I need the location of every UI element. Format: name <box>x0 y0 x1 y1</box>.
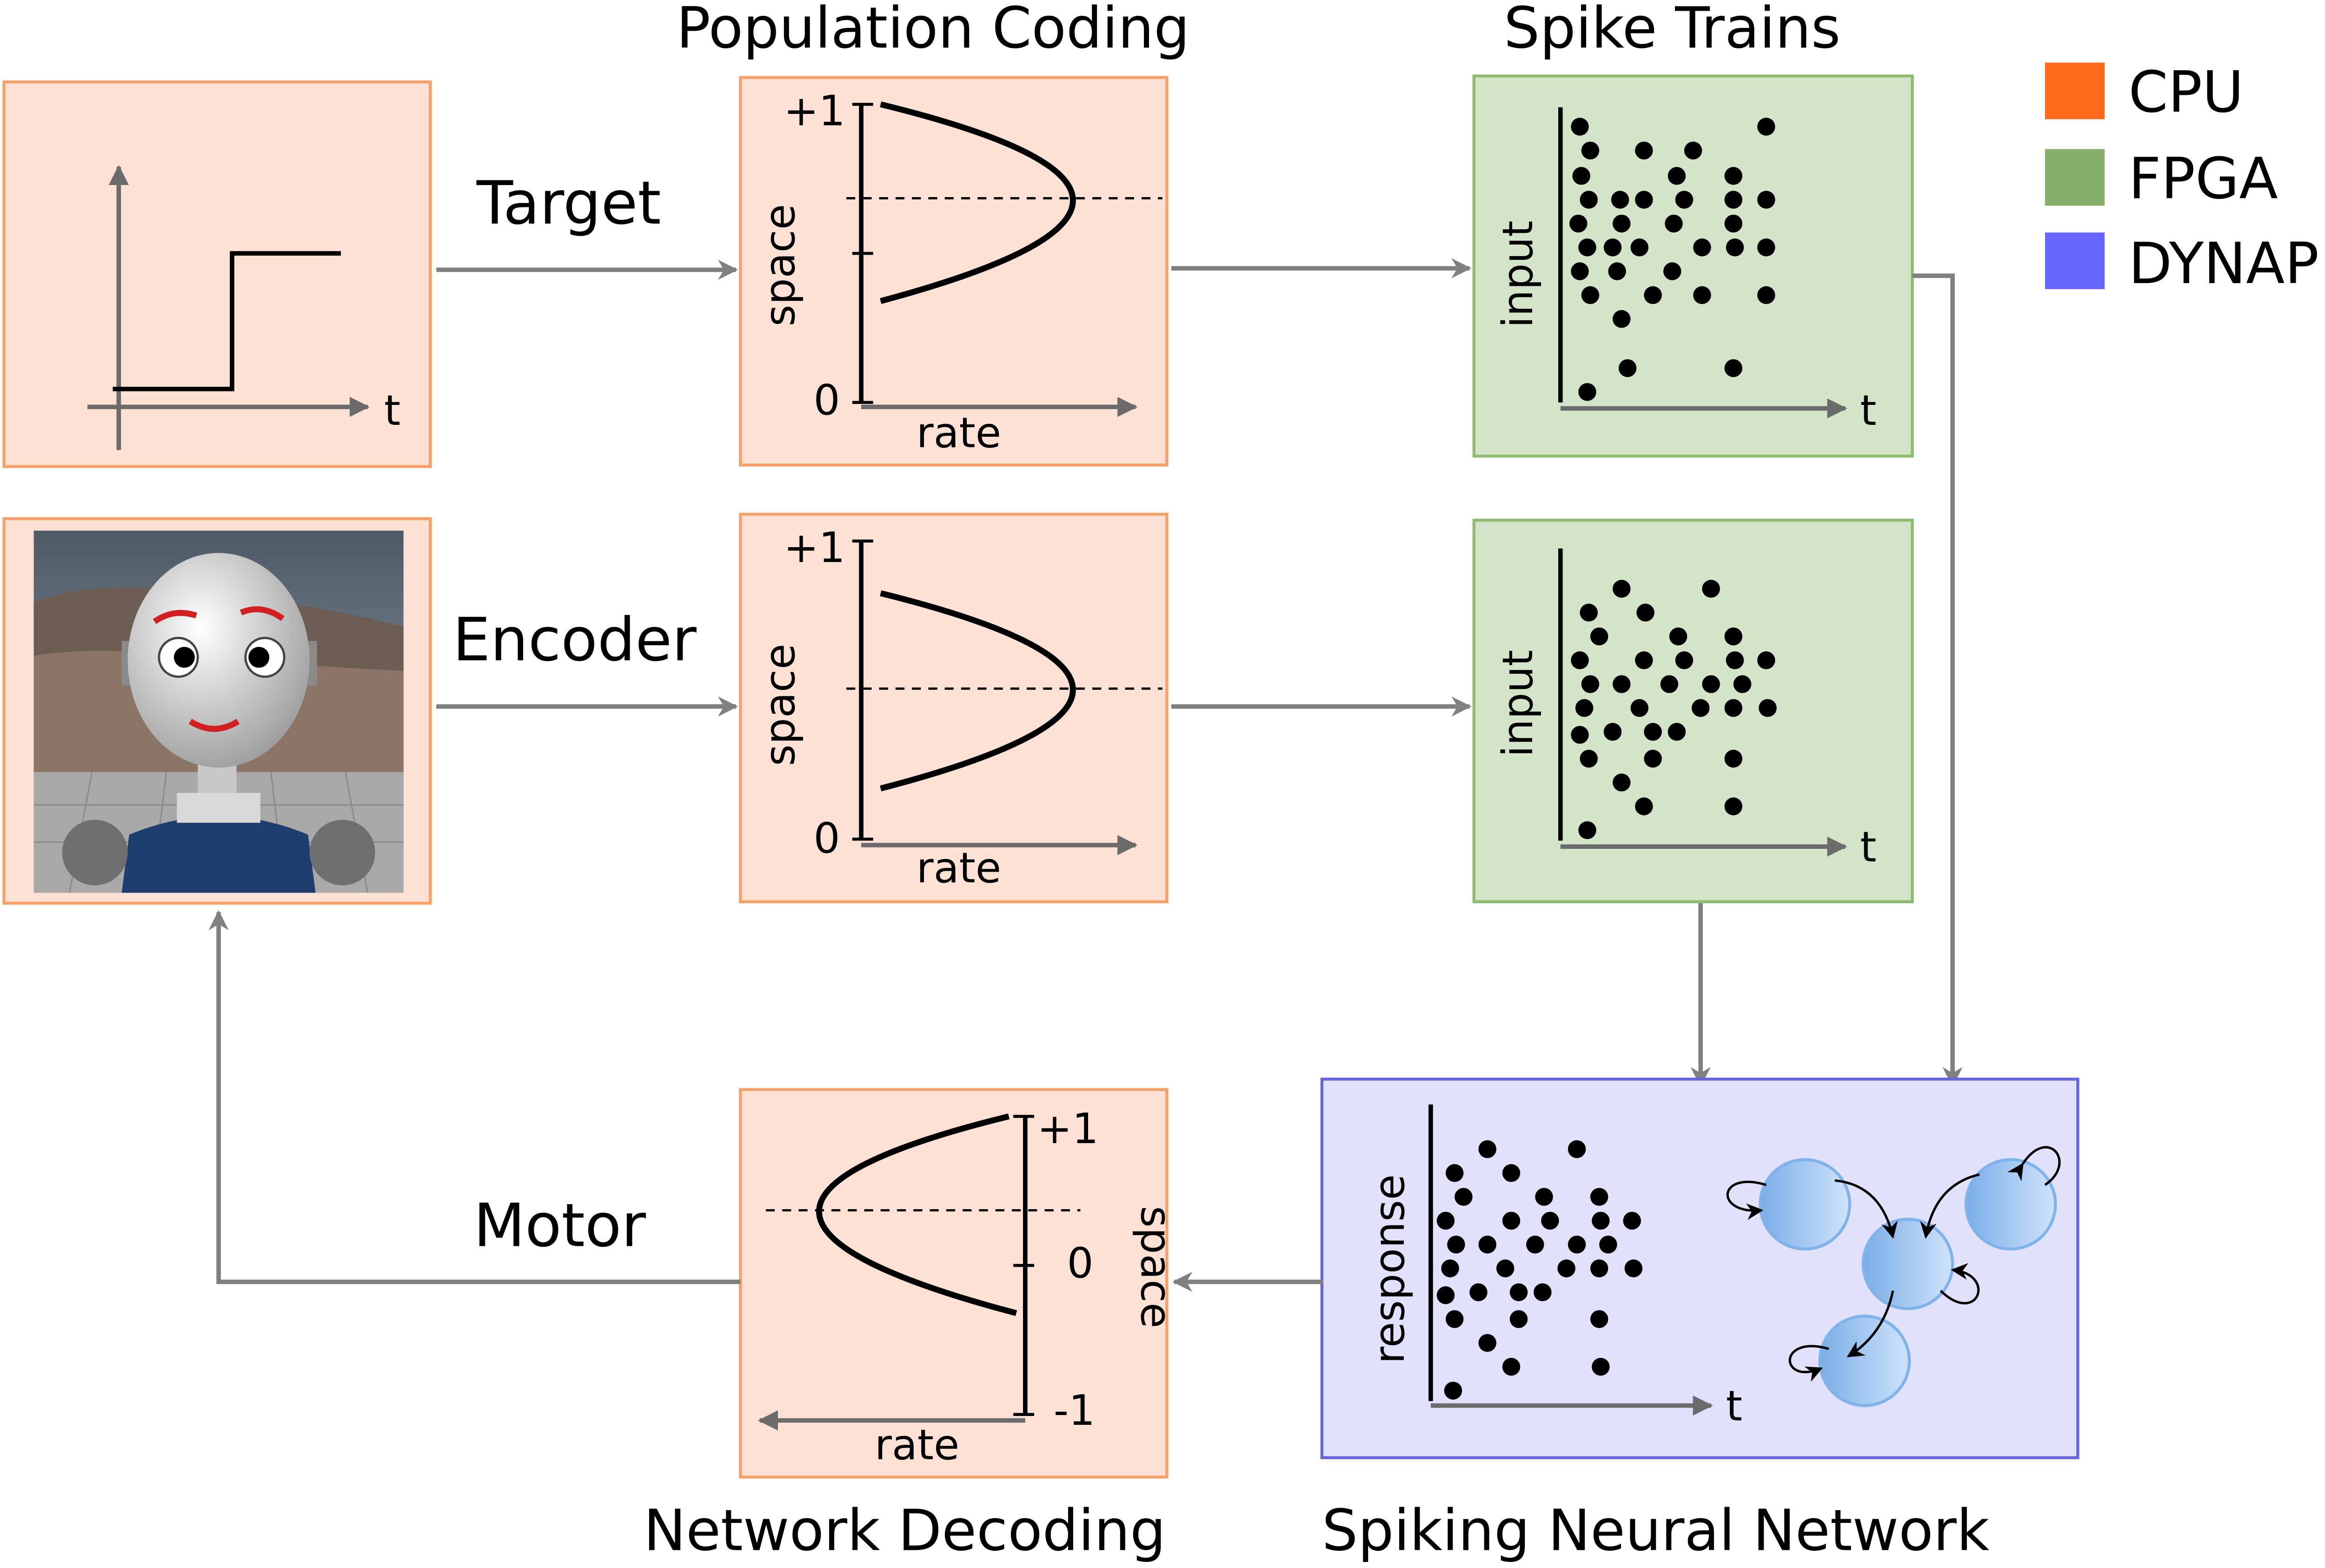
time-axis-label: t <box>1860 387 1876 435</box>
spikes-to-snn-arrow-1 <box>1912 273 1963 1087</box>
legend-swatch-cpu <box>2045 62 2105 119</box>
spiking-neural-network-title: Spiking Neural Network <box>1322 1498 1990 1564</box>
spike-trains-box-encoder: input t <box>1472 518 1914 904</box>
motor-label: Motor <box>473 1191 646 1260</box>
plus-one-label: +1 <box>1037 1105 1098 1153</box>
zero-label: 0 <box>1067 1239 1094 1288</box>
legend: CPU FPGA DYNAP <box>2045 59 2319 297</box>
legend-label-dynap: DYNAP <box>2128 231 2319 297</box>
input-axis-label: input <box>1494 220 1542 328</box>
plus-one-label: +1 <box>784 524 845 572</box>
neuron-node <box>1818 1314 1911 1407</box>
spike-trains-title: Spike Trains <box>1504 0 1840 61</box>
space-axis-label: space <box>756 204 804 326</box>
network-decoding-box: +1 0 -1 space rate <box>739 1088 1180 1479</box>
robot-image-box <box>2 517 432 905</box>
spike-trains-box-target: input t <box>1472 74 1914 458</box>
time-axis-label: t <box>1726 1383 1742 1431</box>
legend-swatch-fpga <box>2045 149 2105 206</box>
legend-label-cpu: CPU <box>2128 59 2244 125</box>
minus-one-label: -1 <box>1054 1387 1096 1435</box>
time-axis-label: t <box>384 387 400 435</box>
rate-axis-label: rate <box>917 409 1001 457</box>
neuron-node <box>1861 1217 1954 1310</box>
target-signal-box: t <box>2 80 432 468</box>
rate-axis-label: rate <box>917 844 1001 893</box>
plus-one-label: +1 <box>784 87 845 135</box>
spiking-neural-network-box: response t <box>1320 1078 2079 1459</box>
neuron-node <box>1964 1158 2057 1251</box>
zero-label: 0 <box>813 814 840 863</box>
network-decoding-title: Network Decoding <box>644 1498 1166 1564</box>
encoder-label: Encoder <box>453 605 697 675</box>
space-axis-label: space <box>756 644 804 766</box>
target-label: Target <box>476 169 661 238</box>
legend-swatch-dynap <box>2045 232 2105 290</box>
population-coding-box-encoder: +1 0 space rate <box>739 512 1169 904</box>
response-axis-label: response <box>1366 1174 1414 1364</box>
legend-label-fpga: FPGA <box>2128 146 2278 212</box>
recurrent-network-graph <box>1726 1146 2061 1407</box>
space-axis-label: space <box>1131 1206 1180 1328</box>
input-axis-label: input <box>1494 650 1542 757</box>
icub-robot-image <box>33 530 404 893</box>
population-coding-box-target: +1 0 space rate <box>739 76 1169 467</box>
population-coding-title: Population Coding <box>677 0 1190 61</box>
rate-axis-label: rate <box>875 1421 959 1469</box>
neuron-node <box>1759 1158 1852 1251</box>
zero-label: 0 <box>813 376 840 424</box>
time-axis-label: t <box>1860 823 1876 872</box>
motor-arrow <box>208 910 741 1284</box>
